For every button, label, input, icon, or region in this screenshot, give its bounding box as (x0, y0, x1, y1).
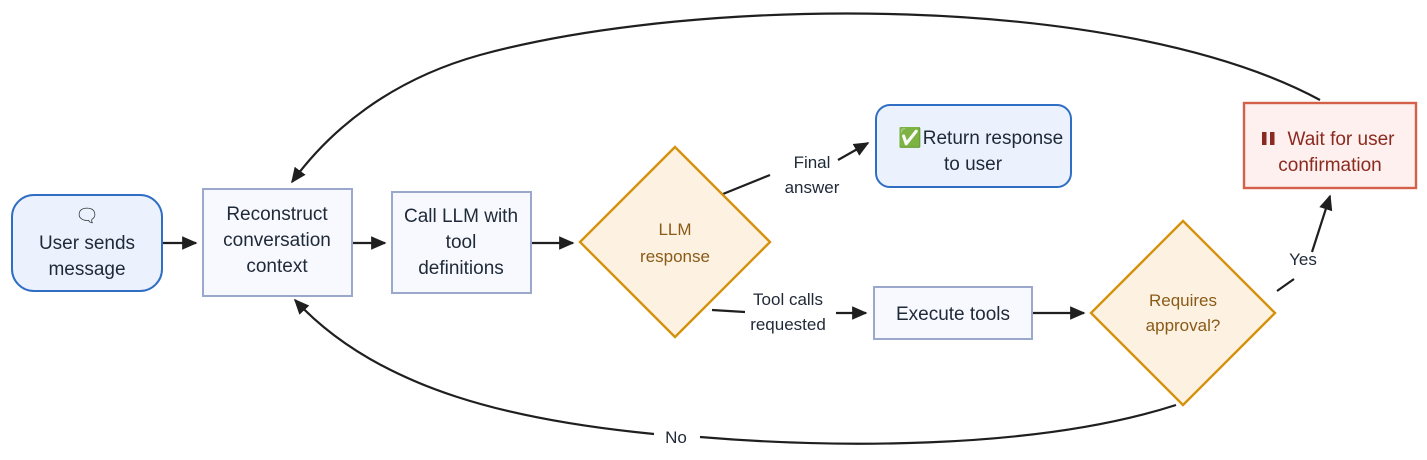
check-mark-button-icon: ✅ (898, 126, 922, 149)
return-response-label-line2: to user (944, 154, 1003, 175)
edge-label-tool-calls-requested: Tool calls requested (750, 290, 826, 334)
reconstruct-label-line2: conversation (223, 230, 331, 251)
reconstruct-conversation-context-node[interactable]: Reconstruct conversation context (202, 188, 353, 297)
reconstruct-label-line3: context (246, 256, 308, 277)
return-response-label-line1: Return response (923, 128, 1063, 149)
requires-approval-label-line2: approval? (1146, 316, 1221, 335)
pause-icon (1262, 132, 1275, 145)
user-sends-message-label-line1: User sends (39, 233, 135, 254)
llm-response-diamond-shape[interactable] (578, 145, 772, 339)
execute-tools-shape[interactable] (873, 286, 1033, 340)
speech-balloon-icon: 🗨 (75, 206, 99, 227)
edge-labels-layer: Final answer Tool calls requested Yes No (665, 153, 1317, 447)
user-sends-message-label-line2: message (48, 259, 125, 280)
wait-confirmation-label-line1: Wait for user (1288, 129, 1396, 150)
execute-tools-label: Execute tools (896, 304, 1010, 325)
edge-label-yes: Yes (1289, 250, 1317, 269)
return-response-shape[interactable] (875, 104, 1072, 188)
edge-label-yes-text: Yes (1289, 250, 1317, 269)
edge-wait-confirmation-back-to-reconstruct (291, 12, 1321, 184)
llm-response-decision[interactable]: LLM response (578, 145, 772, 339)
requires-approval-decision[interactable]: Requires approval? (1089, 219, 1277, 407)
edge-llm-response-final-answer (717, 143, 868, 198)
call-llm-label-line3: definitions (418, 258, 504, 279)
edge-requires-approval-yes (1276, 196, 1330, 292)
requires-approval-diamond-shape[interactable] (1089, 219, 1277, 407)
edge-label-final-answer-line1: Final (794, 153, 831, 172)
requires-approval-label-line1: Requires (1149, 291, 1217, 310)
edge-requires-approval-no (295, 300, 1177, 445)
edge-label-final-answer: Final answer (785, 153, 840, 197)
edge-label-no: No (665, 428, 687, 447)
llm-response-label-line2: response (640, 247, 710, 266)
reconstruct-label-line1: Reconstruct (226, 204, 328, 225)
llm-response-label-line1: LLM (658, 220, 691, 239)
execute-tools-node[interactable]: Execute tools (873, 286, 1033, 340)
edge-label-tool-calls-line2: requested (750, 315, 826, 334)
wait-for-user-confirmation-node[interactable]: Wait for user confirmation (1242, 101, 1418, 190)
user-sends-message-node[interactable]: 🗨 User sends message (11, 194, 163, 292)
edges-layer (163, 12, 1330, 445)
return-response-to-user-node[interactable]: ✅ Return response to user (875, 104, 1072, 188)
wait-confirmation-shape[interactable] (1242, 101, 1418, 190)
call-llm-shape[interactable] (391, 191, 532, 294)
edge-llm-response-tool-calls (711, 310, 866, 313)
wait-confirmation-label-line2: confirmation (1278, 155, 1382, 176)
reconstruct-conversation-context-shape[interactable] (202, 188, 353, 297)
user-sends-message-shape[interactable] (11, 194, 163, 292)
call-llm-label-line1: Call LLM with (404, 206, 518, 227)
call-llm-label-line2: tool (446, 232, 477, 253)
edge-label-no-text: No (665, 428, 687, 447)
edge-label-tool-calls-line1: Tool calls (753, 290, 823, 309)
nodes-layer: 🗨 User sends message Reconstruct convers… (11, 101, 1418, 407)
call-llm-with-tool-definitions-node[interactable]: Call LLM with tool definitions (391, 191, 532, 294)
edge-label-final-answer-line2: answer (785, 178, 840, 197)
